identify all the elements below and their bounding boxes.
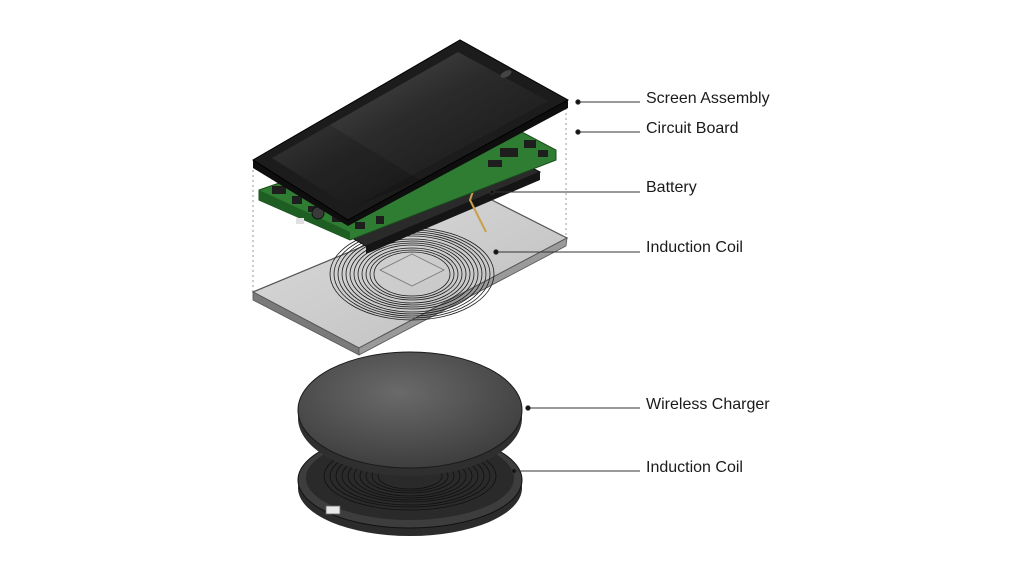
label-wireless-charger: Wireless Charger: [646, 396, 770, 413]
label-circuit-board: Circuit Board: [646, 120, 739, 137]
label-screen-assembly: Screen Assembly: [646, 90, 770, 107]
charger-connector: [325, 505, 341, 515]
assembly-guides: [252, 108, 567, 300]
label-induction-coil-phone: Induction Coil: [646, 239, 743, 256]
screen-assembly: [252, 39, 570, 226]
leader-lines: [489, 99, 640, 474]
label-induction-coil-charger: Induction Coil: [646, 459, 743, 476]
charger-top-disc: [297, 351, 523, 476]
label-battery: Battery: [646, 179, 697, 196]
coil-center-pad: [379, 253, 445, 287]
